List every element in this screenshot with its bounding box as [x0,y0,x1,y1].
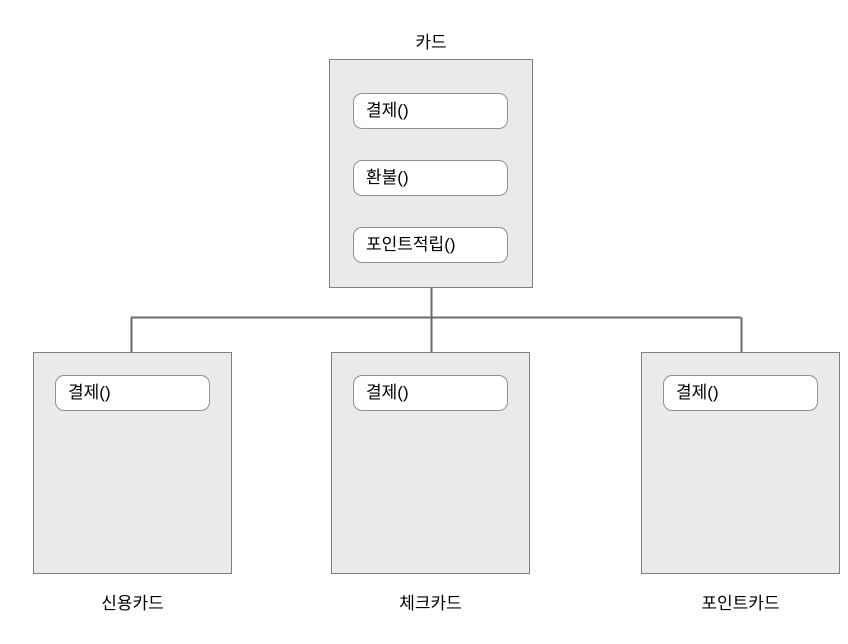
method-pill-root-1[interactable]: 결제() [353,93,508,129]
method-pill-child-3-1[interactable]: 결제() [663,375,818,411]
method-pill-child-1-1[interactable]: 결제() [55,375,210,411]
method-pill-root-2[interactable]: 환불() [353,160,508,196]
class-caption-child-1: 신용카드 [101,594,164,613]
method-pill-child-2-1[interactable]: 결제() [353,375,508,411]
class-caption-child-2: 체크카드 [399,594,462,613]
class-caption-child-3: 포인트카드 [701,594,780,613]
root-class-caption: 카드 [415,33,447,52]
method-pill-root-3[interactable]: 포인트적립() [353,227,508,263]
